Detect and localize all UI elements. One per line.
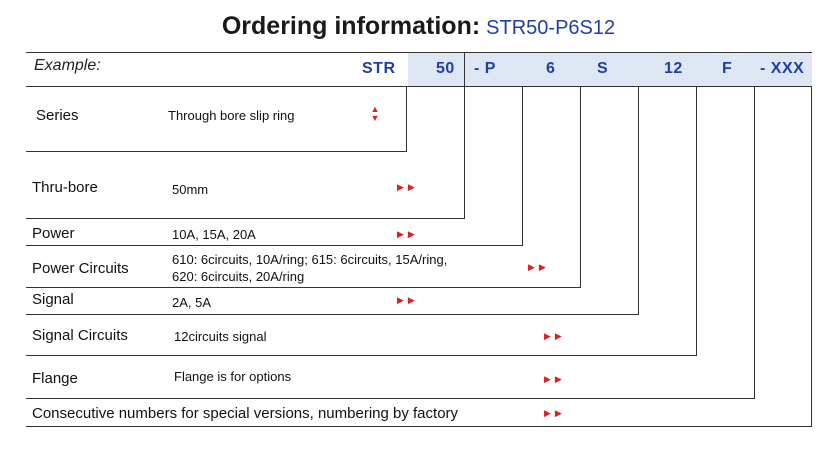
flange-rule [26,398,755,399]
signal-circuits-bracket [696,86,697,356]
special-bracket [811,86,812,427]
signal-rule [26,314,639,315]
code-segment-power-circuits: 6 [546,60,556,77]
row-label-power-circuits: Power Circuits [32,260,129,277]
code-segment-thru-bore: 50 [436,60,455,77]
model-code: STR50-P6S12 [486,17,616,39]
code-bar [408,52,812,86]
signal-bracket [638,86,639,315]
signal-circuits-rule [26,355,697,356]
title: Ordering information:STR50-P6S12 [0,12,837,41]
example-label: Example: [34,57,101,74]
right-double-arrow-icon: ▶▶ [544,374,566,384]
row-desc-power: 10A, 15A, 20A [172,227,256,242]
flange-bracket [754,86,755,399]
code-segment-special: - XXX [760,60,805,77]
row-desc-flange: Flange is for options [174,369,292,384]
row-desc-series: Through bore slip ring [168,108,295,123]
row-label-series: Series [36,107,79,124]
top-rule [26,52,812,53]
power-circuits-bracket [580,86,581,288]
right-double-arrow-icon: ▶▶ [397,182,419,192]
right-double-arrow-icon: ▶▶ [397,295,419,305]
right-double-arrow-icon: ▶▶ [544,331,566,341]
row-desc-signal-circuits: 12circuits signal [174,329,267,344]
code-segment-flange: F [722,60,733,77]
right-double-arrow-icon: ▶▶ [544,408,566,418]
code-segment-signal: S [597,60,609,77]
series-rule [26,151,407,152]
series-bracket [406,86,407,152]
row-desc-power-circuits-line2: 620: 6circuits, 20A/ring [172,269,305,284]
power-circuits-rule [26,287,581,288]
code-segment-signal-circuits: 12 [664,60,683,77]
code-segment-power: - P [474,60,496,77]
right-double-arrow-icon: ▶▶ [397,229,419,239]
row-label-special: Consecutive numbers for special versions… [32,405,459,422]
row-desc-thru-bore: 50mm [172,182,209,197]
example-rule [26,86,812,87]
row-label-thru-bore: Thru-bore [32,179,98,196]
row-desc-power-circuits-line1: 610: 6circuits, 10A/ring; 615: 6circuits… [172,252,448,267]
bottom-rule [26,426,812,427]
row-label-flange: Flange [32,370,78,387]
row-label-signal-circuits: Signal Circuits [32,327,128,344]
thru-bore-rule [26,218,465,219]
row-label-signal: Signal [32,291,74,308]
power-rule [26,245,523,246]
thru-bore-bracket [464,52,465,219]
up-down-arrow-icon: ▲▼ [370,104,380,123]
code-segment-series: STR [362,60,396,77]
power-bracket [522,86,523,246]
row-desc-signal: 2A, 5A [172,295,212,310]
page-title: Ordering information: [221,12,481,40]
right-double-arrow-icon: ▶▶ [528,262,550,272]
row-label-power: Power [32,225,75,242]
